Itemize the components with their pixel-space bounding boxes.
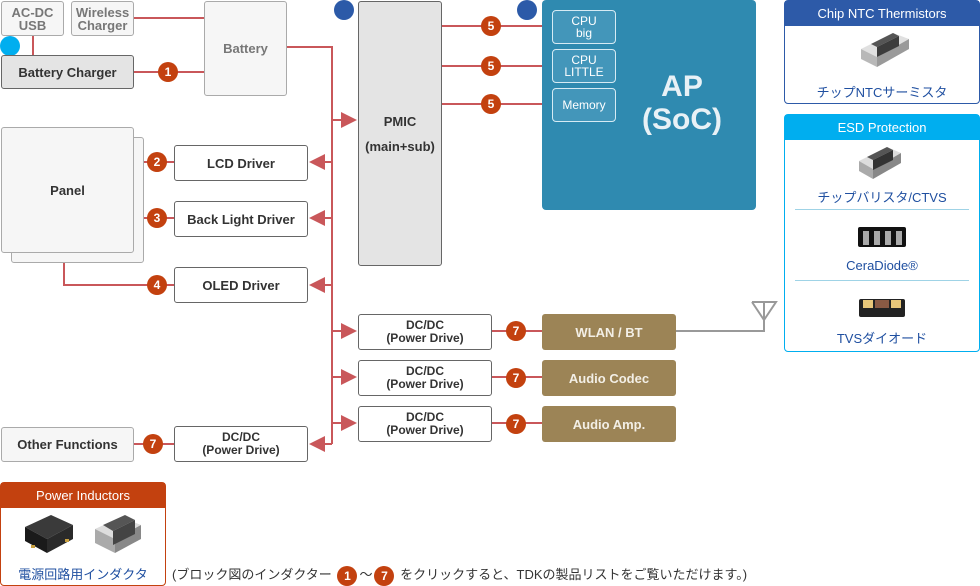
dcdc-block-other: DC/DC (Power Drive) xyxy=(174,426,308,462)
dcdc-block-codec: DC/DC (Power Drive) xyxy=(358,360,492,396)
wireless-charger-block: Wireless Charger xyxy=(71,1,134,36)
memory-block: Memory xyxy=(552,88,616,122)
audio-amp-block: Audio Amp. xyxy=(542,406,676,442)
footnote-badge-from: 1 xyxy=(337,565,358,586)
soc-label: (SoC) xyxy=(642,103,722,136)
pmic-sublabel: (main+sub) xyxy=(365,138,435,154)
inductor-badge-7-other[interactable]: 7 xyxy=(143,434,163,454)
power-inductor-link[interactable]: 電源回路用インダクタ xyxy=(18,567,148,582)
ap-soc-label: AP (SoC) xyxy=(642,70,722,136)
indicator-dot-cyan xyxy=(0,36,20,56)
tvs-diode-icon xyxy=(859,299,905,317)
audio-codec-block: Audio Codec xyxy=(542,360,676,396)
inductor-badge-7-amp[interactable]: 7 xyxy=(506,414,526,434)
esd-card-title: ESD Protection xyxy=(785,115,979,140)
panel-block: Panel xyxy=(1,127,134,253)
chip-inductor-icon xyxy=(95,515,141,553)
cpu-little-block: CPU LITTLE xyxy=(552,49,616,83)
inductor-badge-5-cpu-little[interactable]: 5 xyxy=(481,56,501,76)
antenna-icon xyxy=(676,301,778,332)
esd-card: ESD Protection チップバリスタ/CTVS CeraDiode® T… xyxy=(784,114,980,352)
lcd-driver-block: LCD Driver xyxy=(174,145,308,181)
cpu-big-block: CPU big xyxy=(552,10,616,44)
inductor-badge-7-codec[interactable]: 7 xyxy=(506,368,526,388)
ceradiode-chip-icon xyxy=(858,227,906,247)
battery-block: Battery xyxy=(204,1,287,96)
footnote-tilde: ～ xyxy=(359,567,373,582)
indicator-dot-blue-2 xyxy=(517,0,537,20)
footnote: (ブロック図のインダクター 1～7 をクリックすると、TDKの製品リストをご覧い… xyxy=(172,564,747,586)
pmic-block: PMIC (main+sub) xyxy=(358,1,442,266)
power-inductors-card: Power Inductors 電源回路用インダクタ xyxy=(0,482,166,586)
wire-panel-oled xyxy=(63,253,175,286)
footnote-prefix: (ブロック図のインダクター xyxy=(172,567,332,582)
inductor-badge-4[interactable]: 4 xyxy=(147,275,167,295)
ceradiode-link[interactable]: CeraDiode® xyxy=(846,258,918,273)
dcdc-block-amp: DC/DC (Power Drive) xyxy=(358,406,492,442)
footnote-suffix: をクリックすると、TDKの製品リストをご覧いただけます。) xyxy=(400,567,748,582)
power-inductor-icon xyxy=(25,515,73,553)
inductor-badge-5-memory[interactable]: 5 xyxy=(481,94,501,114)
ntc-card: Chip NTC Thermistors チップNTCサーミスタ xyxy=(784,0,980,104)
varistor-chip-icon xyxy=(859,147,901,179)
pmic-label: PMIC xyxy=(383,113,417,129)
wlan-bt-block: WLAN / BT xyxy=(542,314,676,350)
inductor-badge-7-wlan[interactable]: 7 xyxy=(506,321,526,341)
ap-label: AP xyxy=(661,70,703,103)
esd-divider-1 xyxy=(795,209,969,210)
tvs-diode-link[interactable]: TVSダイオード xyxy=(836,331,928,346)
inductor-badge-1[interactable]: 1 xyxy=(158,62,178,82)
ntc-chip-icon xyxy=(861,33,909,67)
battery-charger-block: Battery Charger xyxy=(1,55,134,89)
wire-battery-bus xyxy=(286,46,333,444)
other-functions-block: Other Functions xyxy=(1,427,134,462)
inductor-badge-5-cpu-big[interactable]: 5 xyxy=(481,16,501,36)
backlight-driver-block: Back Light Driver xyxy=(174,201,308,237)
inductor-badge-2[interactable]: 2 xyxy=(147,152,167,172)
dcdc-block-wlan: DC/DC (Power Drive) xyxy=(358,314,492,350)
indicator-dot-blue xyxy=(334,0,354,20)
footnote-badge-to: 7 xyxy=(374,565,395,586)
oled-driver-block: OLED Driver xyxy=(174,267,308,303)
inductor-badge-3[interactable]: 3 xyxy=(147,208,167,228)
power-inductors-title: Power Inductors xyxy=(1,483,165,508)
varistor-link[interactable]: チップバリスタ/CTVS xyxy=(817,190,947,205)
ntc-card-title: Chip NTC Thermistors xyxy=(785,1,979,26)
esd-divider-2 xyxy=(795,280,969,281)
acdc-usb-block: AC-DC USB xyxy=(1,1,64,36)
ntc-link[interactable]: チップNTCサーミスタ xyxy=(816,85,948,100)
